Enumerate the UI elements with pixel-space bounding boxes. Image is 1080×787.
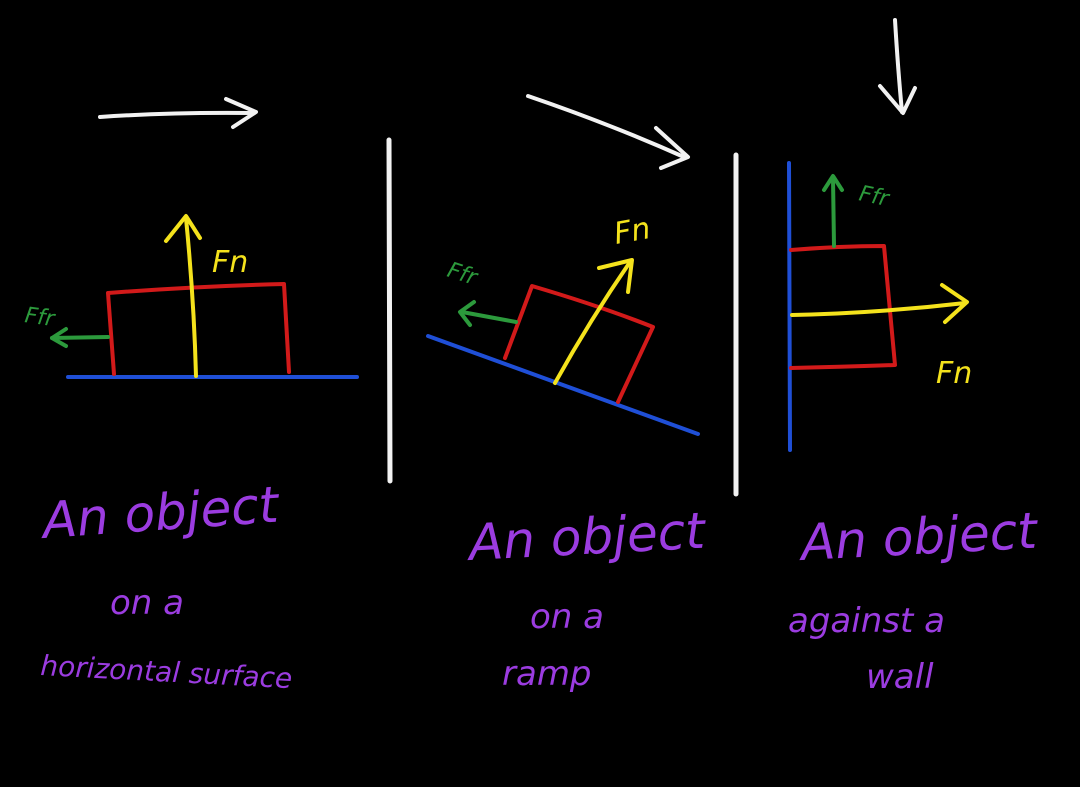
caption-ramp-line2: on a bbox=[530, 597, 604, 637]
wall-surface bbox=[787, 161, 792, 452]
normal-force-label-horizontal: Fn bbox=[212, 245, 248, 280]
divider-1 bbox=[386, 137, 393, 484]
friction-force-arrow-ramp bbox=[458, 300, 518, 327]
caption-wall-line3: wall bbox=[866, 657, 934, 697]
motion-arrow-ramp bbox=[526, 94, 690, 170]
block-horizontal bbox=[106, 282, 291, 376]
normal-force-label-wall: Fn bbox=[936, 356, 972, 391]
motion-arrow-horizontal bbox=[98, 97, 258, 129]
ramp-surface bbox=[426, 334, 700, 436]
friction-force-label-horizontal: Ffr bbox=[23, 303, 58, 332]
captions: An object on a horizontal surface An obj… bbox=[38, 475, 1041, 697]
friction-force-arrow-horizontal bbox=[50, 327, 110, 348]
caption-ramp-line3: ramp bbox=[502, 654, 592, 694]
caption-wall-line1: An object bbox=[797, 502, 1041, 573]
block-ramp bbox=[503, 284, 655, 404]
block-wall bbox=[789, 244, 897, 370]
friction-force-arrow-wall bbox=[822, 174, 844, 248]
panel-horizontal: Fn Ffr bbox=[23, 97, 359, 379]
caption-wall-line2: against a bbox=[788, 601, 945, 641]
motion-arrow-wall bbox=[878, 18, 917, 115]
caption-ramp-line1: An object bbox=[465, 502, 709, 573]
normal-force-arrow-wall bbox=[790, 283, 969, 324]
caption-horizontal-line2: on a bbox=[110, 583, 184, 623]
normal-force-label-ramp: Fn bbox=[611, 211, 653, 252]
normal-force-arrow-ramp bbox=[553, 258, 634, 385]
normal-force-arrow-horizontal bbox=[164, 214, 202, 378]
